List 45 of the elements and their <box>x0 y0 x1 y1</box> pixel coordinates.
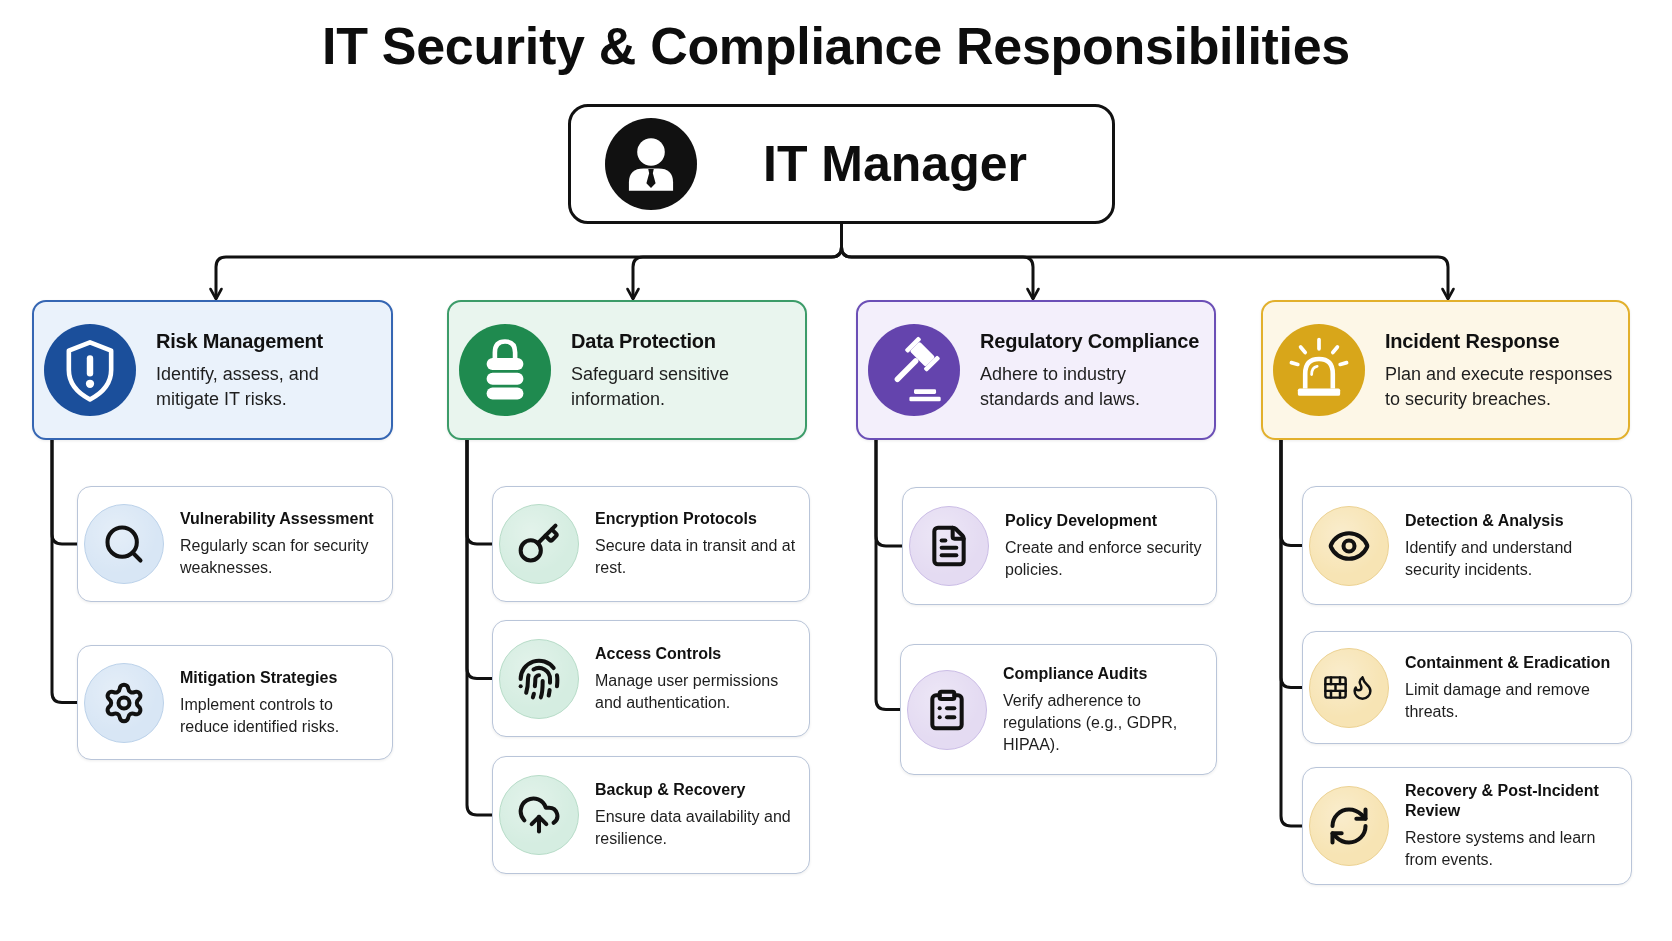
task-card <box>902 487 1217 605</box>
task-title: Recovery & Post-Incident Review <box>1405 781 1600 821</box>
task-description: Create and enforce security policies. <box>1005 538 1203 580</box>
category-description: Plan and execute responses to security breaches. <box>1385 362 1614 411</box>
task-description: Regularly scan for security weaknesses. <box>180 536 370 578</box>
category-description: Safeguard sensitive information. <box>571 362 731 411</box>
task-card <box>1302 486 1632 605</box>
category-description: Adhere to industry standards and laws. <box>980 362 1142 411</box>
task-title: Compliance Audits <box>1003 663 1148 684</box>
task-title: Backup & Recovery <box>595 780 746 800</box>
task-card <box>77 645 393 760</box>
task-card <box>1302 767 1632 885</box>
task-title: Vulnerability Assessment <box>180 509 374 529</box>
category-card <box>447 300 807 440</box>
task-description: Identify and understand security incidents. <box>1405 537 1574 580</box>
task-title: Policy Development <box>1005 511 1158 531</box>
category-card <box>1261 300 1630 440</box>
task-description: Ensure data availability and resilience. <box>595 807 792 849</box>
category-title: Risk Management <box>156 328 324 354</box>
task-card <box>1302 631 1632 744</box>
task-description: Secure data in transit and at rest. <box>595 536 797 578</box>
task-description: Manage user permissions and authentication. <box>595 670 780 713</box>
task-title: Encryption Protocols <box>595 509 757 529</box>
task-card <box>492 486 810 602</box>
task-card <box>77 486 393 602</box>
category-title: Regulatory Compliance <box>980 328 1200 354</box>
manager-card <box>568 104 1115 224</box>
category-description: Identify, assess, and mitigate IT risks. <box>156 362 320 411</box>
task-description: Verify adherence to regulations (e.g., GDPR, HIPAA). <box>1003 690 1179 755</box>
task-card <box>900 644 1217 775</box>
task-title: Detection & Analysis <box>1405 510 1564 531</box>
manager-title: IT Manager <box>763 135 1027 193</box>
task-title: Access Controls <box>595 643 722 664</box>
task-title: Containment & Eradication <box>1405 652 1611 673</box>
category-card <box>856 300 1216 440</box>
task-description: Limit damage and remove threats. <box>1405 679 1591 722</box>
task-card <box>492 756 810 874</box>
task-card <box>492 620 810 737</box>
page-title: IT Security & Compliance Responsibilities <box>322 16 1350 77</box>
task-description: Implement controls to reduce identified risks. <box>180 694 341 737</box>
category-title: Data Protection <box>571 328 716 354</box>
category-card <box>32 300 393 440</box>
task-description: Restore systems and learn from events. <box>1405 828 1597 870</box>
category-title: Incident Response <box>1385 328 1560 354</box>
task-title: Mitigation Strategies <box>180 667 338 688</box>
